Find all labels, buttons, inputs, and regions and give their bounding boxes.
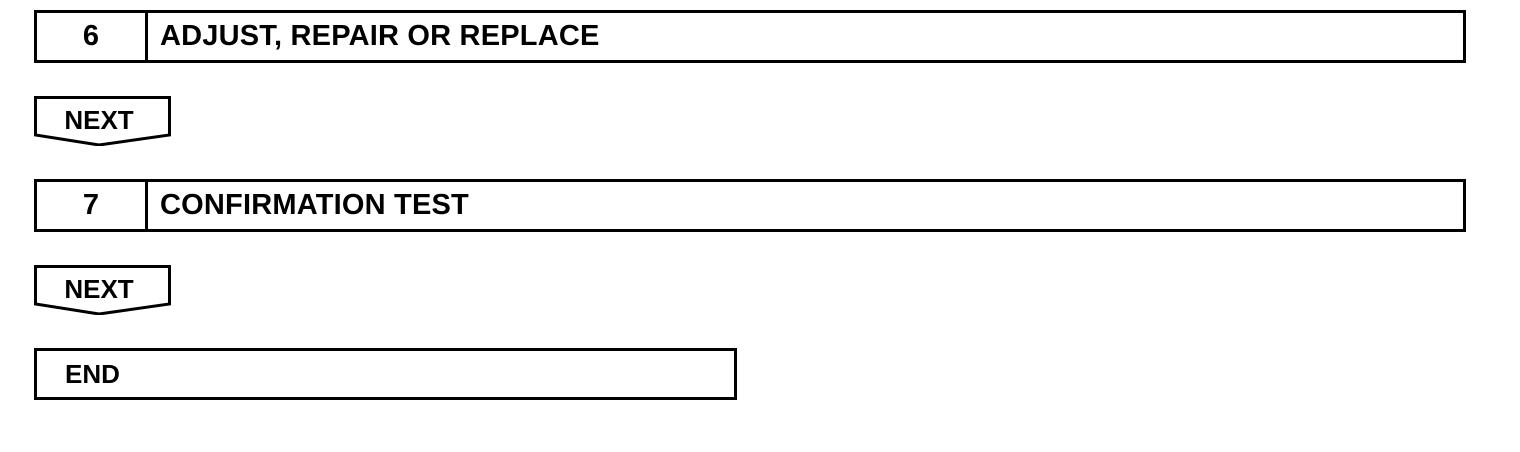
step-title: ADJUST, REPAIR OR REPLACE: [160, 20, 600, 52]
end-label: END: [65, 358, 120, 389]
next-arrow-shape-icon: [34, 265, 171, 315]
step-number: 7: [37, 182, 148, 229]
step-6-box: 6 ADJUST, REPAIR OR REPLACE: [34, 10, 1466, 63]
next-arrow-shape-icon: [34, 96, 171, 146]
next-button-label: NEXT: [64, 274, 134, 304]
step-title: CONFIRMATION TEST: [160, 189, 469, 221]
step-7-box: 7 CONFIRMATION TEST: [34, 179, 1466, 232]
step-number: 6: [37, 13, 148, 60]
next-button-label: NEXT: [64, 105, 134, 135]
next-button[interactable]: NEXT: [34, 265, 171, 315]
end-box: END: [34, 348, 737, 400]
next-button[interactable]: NEXT: [34, 96, 171, 146]
